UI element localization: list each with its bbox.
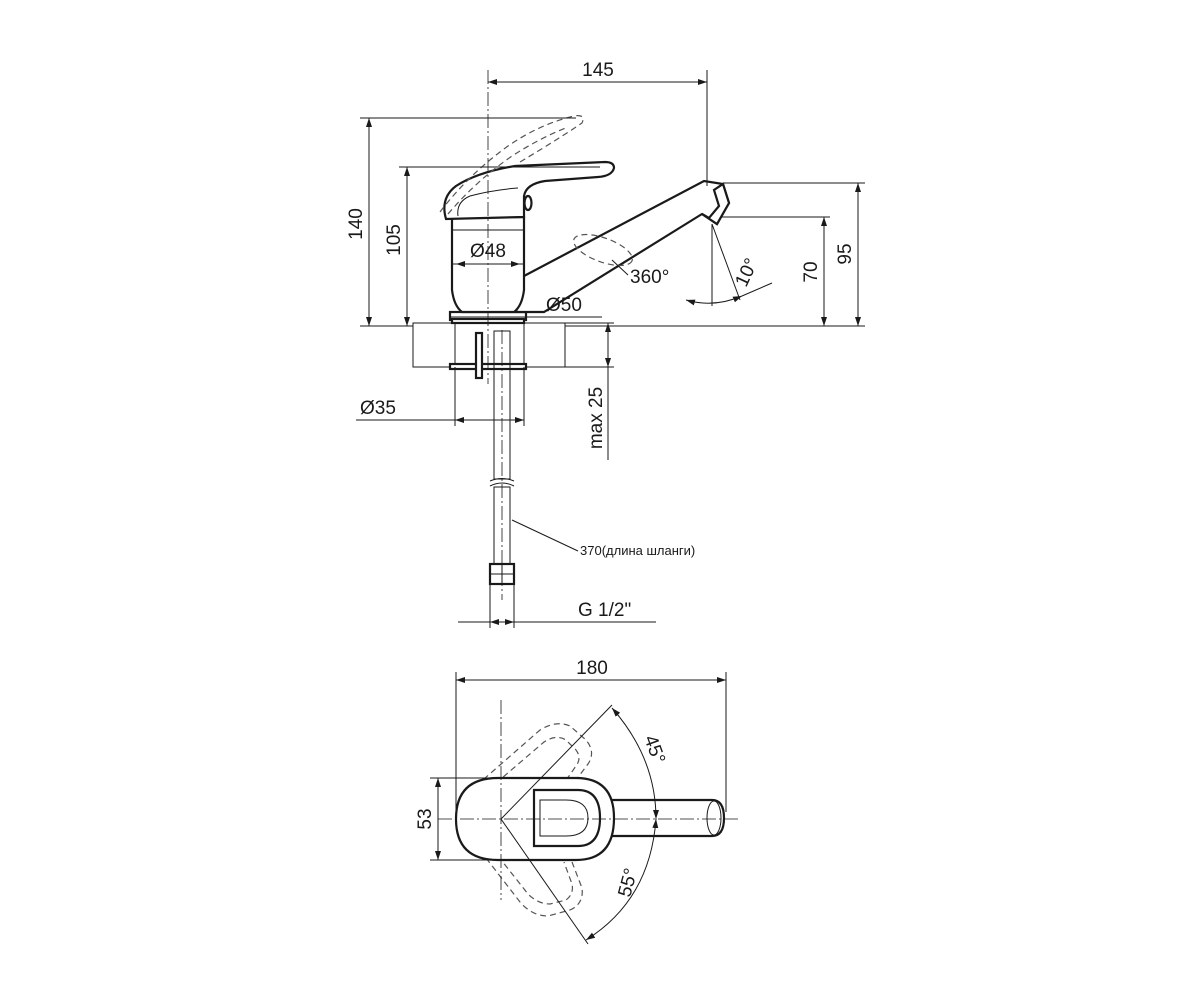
handle-cutout bbox=[532, 788, 602, 848]
dim-140: 140 bbox=[346, 208, 367, 240]
dim-105: 105 bbox=[384, 224, 405, 256]
dim-diameter-50: Ø50 bbox=[546, 295, 582, 316]
dim-180: 180 bbox=[576, 658, 608, 679]
dim-diameter-48: Ø48 bbox=[470, 241, 506, 262]
handle-position-right bbox=[485, 857, 583, 917]
dim-angle-55: 55° bbox=[615, 866, 643, 899]
spout-rotation-ellipse bbox=[572, 233, 634, 267]
dim-145: 145 bbox=[582, 60, 614, 81]
countertop-section bbox=[412, 322, 566, 368]
dim-thread-g12: G 1/2" bbox=[578, 600, 631, 621]
handle-position-left bbox=[475, 723, 593, 789]
dim-diameter-35: Ø35 bbox=[360, 398, 396, 419]
dim-rotation-360: 360° bbox=[630, 267, 669, 288]
mounting-stud bbox=[474, 331, 484, 380]
lever-handle-raised bbox=[439, 115, 584, 213]
side-view: 145 140 105 Ø48 360° Ø50 10° 70 95 bbox=[346, 60, 865, 628]
lever-handle bbox=[443, 160, 616, 221]
dim-53: 53 bbox=[415, 808, 436, 829]
dim-angle-45: 45° bbox=[639, 733, 669, 767]
top-view: 180 53 45° 55° bbox=[415, 658, 740, 945]
dim-angle-10: 10° bbox=[731, 255, 762, 290]
spout-aerator bbox=[701, 182, 731, 226]
hose-length-label: 370(длина шланги) bbox=[580, 543, 695, 558]
dim-95: 95 bbox=[835, 243, 856, 264]
spout-top-view bbox=[598, 798, 726, 838]
dim-70: 70 bbox=[801, 261, 822, 282]
dim-max-25: max 25 bbox=[586, 387, 607, 449]
